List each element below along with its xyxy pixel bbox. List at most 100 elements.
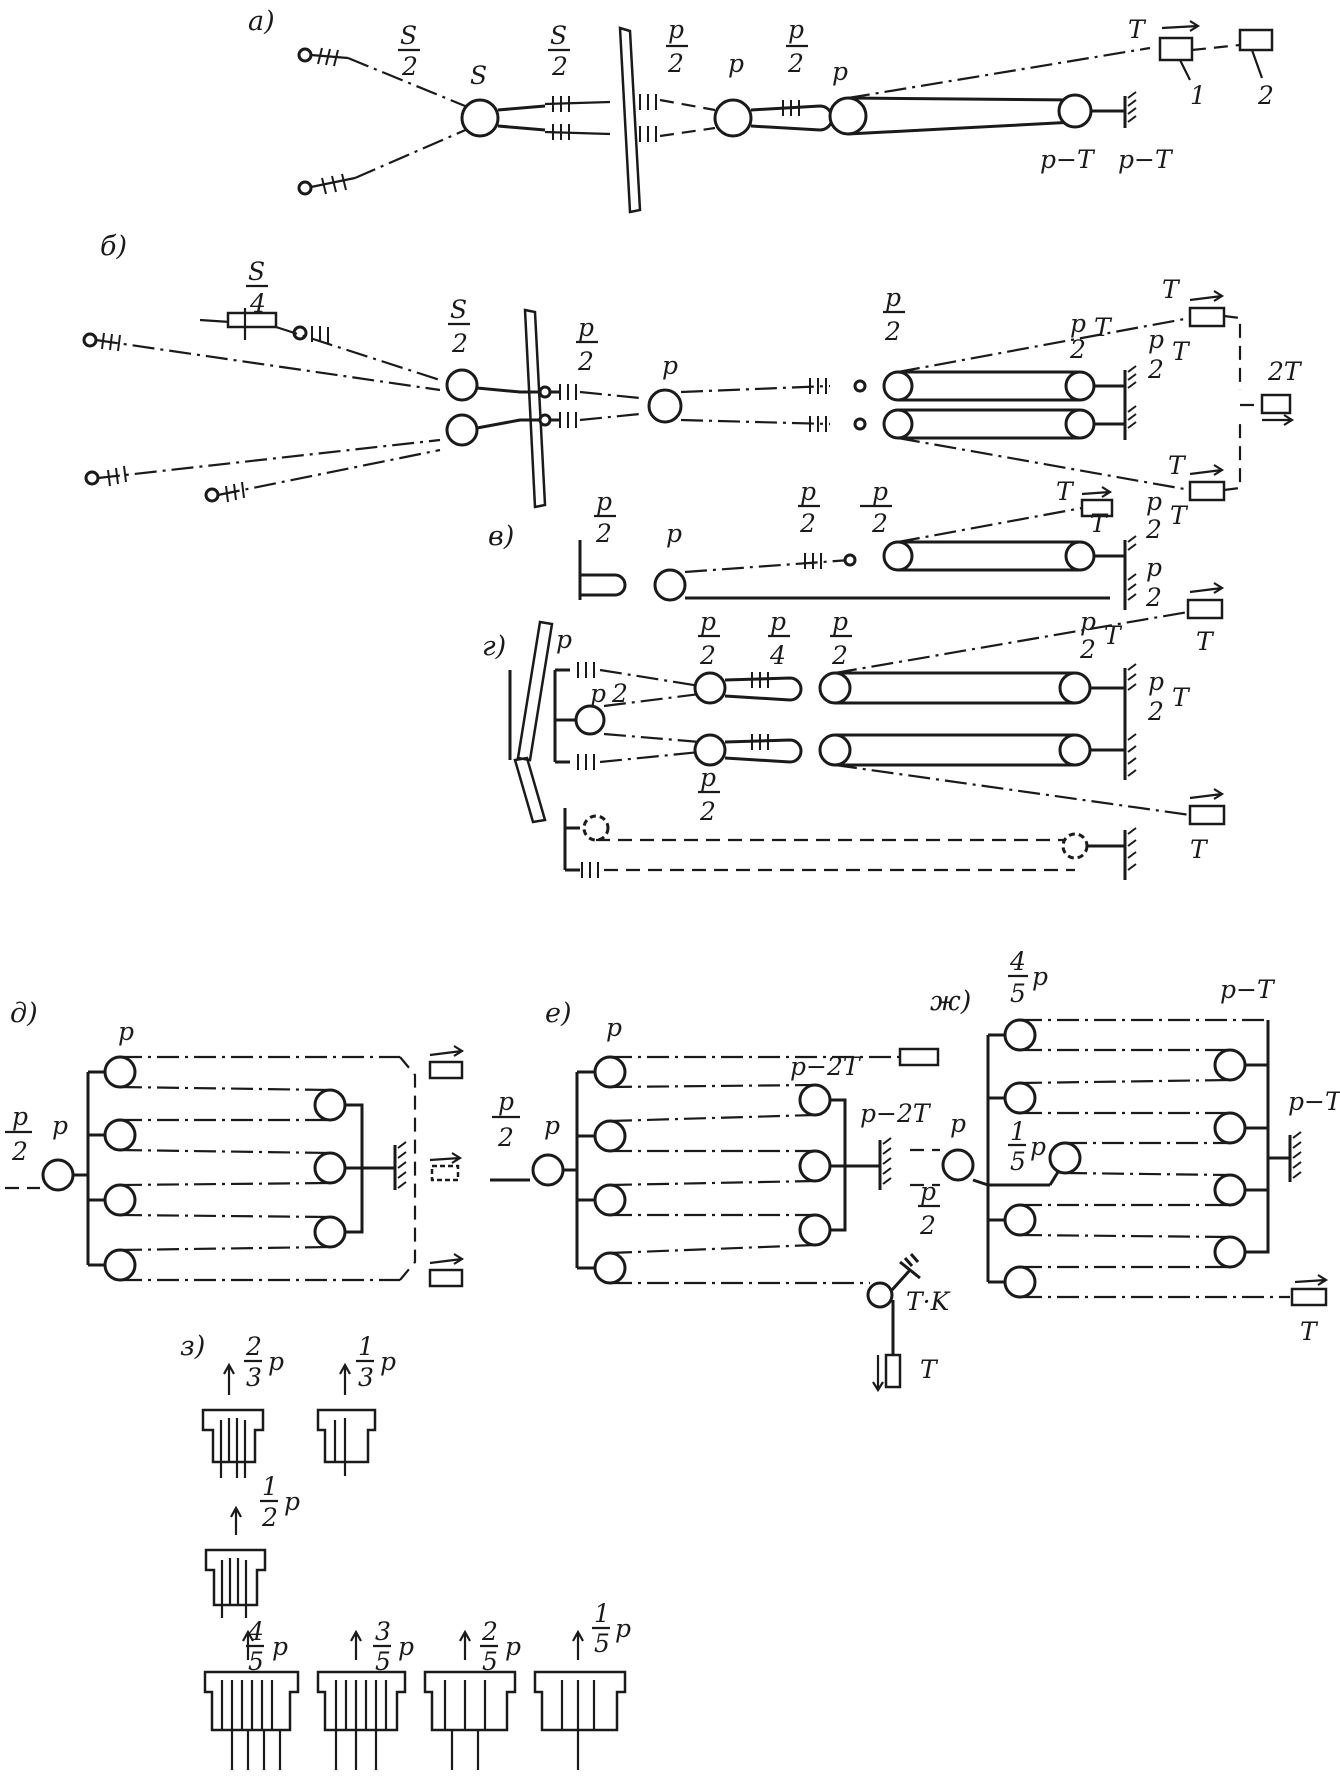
frac-p2-den-v3: 2: [871, 509, 888, 538]
label-p-e-in: p: [544, 1111, 560, 1140]
label-T-g-lower: T: [1190, 835, 1209, 864]
clamp-block-2-5: [423, 1629, 517, 1770]
label-p2T-e2: p−2T: [860, 1099, 932, 1128]
pulley-s-b2: [445, 413, 479, 447]
frac-p2-num-e: p: [498, 1087, 514, 1116]
label-S-a: S: [470, 61, 487, 90]
label-T-b-upper: T: [1162, 275, 1181, 304]
frac-p2-num-g4: p: [1080, 607, 1096, 636]
frac-15-p-zh: p: [1030, 1132, 1046, 1161]
label-pT-zh1: p−T: [1220, 975, 1276, 1004]
tractor-d3: [428, 1268, 464, 1288]
frac-35-p: p: [398, 1632, 414, 1661]
frac-25-p: p: [505, 1632, 521, 1661]
pulley-p-d-in: [41, 1158, 75, 1192]
label-p-d-top: p: [118, 1017, 134, 1046]
frac-12-p: p: [284, 1487, 300, 1516]
frac-p2-den-b2: 2: [884, 317, 901, 346]
frac-15-p: p: [615, 1614, 631, 1643]
label-p-d-in: p: [52, 1111, 68, 1140]
frac-p2-den-e2: 2: [919, 1211, 936, 1240]
scheme-z: з) 2 3 p 1 3 p 1 2 p: [180, 1331, 631, 1770]
section-label-a: а): [248, 6, 275, 37]
clamp-block-1-5: [533, 1629, 627, 1770]
tractor-b-combined: [1260, 393, 1292, 415]
label-p-zh-in: p: [950, 1109, 966, 1138]
label-p-a2: p: [832, 57, 848, 86]
frac-p2-den-b: 2: [577, 347, 594, 376]
label-T-g5: T: [1172, 683, 1191, 712]
arrow-T-a: [1161, 20, 1201, 32]
frac-p2-num-v: p: [596, 487, 612, 516]
frac-s4-den: 4: [249, 289, 266, 318]
label-TK-e: T·K: [906, 1287, 951, 1316]
frac-p2-den-g5: 2: [1147, 697, 1164, 726]
wall-beam-b: [523, 308, 547, 509]
frac-s4-num: S: [248, 257, 265, 286]
label-2-a: 2: [1257, 81, 1274, 110]
frac-p2-den-g0: 2: [611, 679, 628, 708]
frac-p2-num-v3: p: [872, 477, 888, 506]
scheme-g: г) p p: [482, 582, 1226, 880]
frac-p2-num-e2: p: [920, 1177, 936, 1206]
anchor-b3: [84, 465, 127, 487]
frac-p2-den-v4: 2: [1145, 515, 1162, 544]
pulley-g2: [693, 733, 727, 767]
frac-13-num: 1: [358, 1332, 374, 1361]
frac-p2-num-b: p: [578, 313, 594, 342]
anchor-left-upper: [297, 47, 349, 67]
frac-13-p: p: [380, 1347, 396, 1376]
label-p2T-e1: p−2T: [790, 1052, 862, 1081]
clamp-block-3-5: [316, 1629, 407, 1770]
rope-a-upper: [347, 56, 471, 110]
pulley-g4: [818, 733, 852, 767]
frac-p2-den-v5: 2: [1145, 583, 1162, 612]
frac-p4-num-g: p: [770, 607, 786, 636]
frac-45-num: 4: [247, 1617, 264, 1646]
pulley-p-b: [647, 388, 683, 424]
section-label-b: б): [100, 231, 127, 262]
section-label-d: д): [10, 998, 38, 1029]
sling-a: [497, 104, 546, 132]
anchor-left-lower: [297, 173, 356, 196]
scheme-zh: ж) 4 5 p p−T p 1 5 p p−T T: [910, 947, 1340, 1346]
pulley-g1: [693, 671, 727, 705]
section-label-z: з): [180, 1331, 205, 1362]
label-pT-zh2: p−T: [1288, 1087, 1340, 1116]
tractor-e: [898, 1047, 940, 1067]
clamps-a: [552, 94, 657, 142]
tractor-d2: [430, 1164, 460, 1182]
tractor-g-lower: [1188, 804, 1226, 826]
frac-s2-den-b: 2: [451, 329, 468, 358]
clamp-block-1-2: [204, 1505, 267, 1618]
frac-p2-den-g4: 2: [1079, 635, 1096, 664]
tractor-v: [1080, 498, 1114, 518]
label-p-a1: p: [728, 49, 744, 78]
pulley-p-a1: [713, 98, 753, 138]
frac-s2-num: S: [400, 21, 417, 50]
label-pT-a1: p−T: [1040, 145, 1096, 174]
clamp-block-1-3: [316, 1362, 377, 1478]
frac-23-den: 3: [246, 1363, 262, 1392]
pulley-b-upper: [882, 370, 914, 402]
pulley-g3: [818, 671, 852, 705]
label-T-v4: T: [1170, 501, 1189, 530]
pulley-v-upper: [882, 540, 914, 572]
tractor-b-lower: [1188, 480, 1226, 502]
label-pT-a2: p−T: [1118, 145, 1174, 174]
pulley-zh-fifth: [1048, 1141, 1082, 1175]
label-p-g: p: [556, 625, 572, 654]
frac-p2-num-b4: p: [1148, 325, 1164, 354]
wall-beam-a: [618, 26, 642, 214]
clamp-block-2-3: [201, 1362, 265, 1478]
label-1-a: 1: [1190, 81, 1206, 110]
frac-p2-num-v5: p: [1146, 553, 1162, 582]
tractor-d1: [428, 1060, 464, 1080]
frac-p2-num-v4: p: [1146, 487, 1162, 516]
frac-p2-den-v2: 2: [799, 509, 816, 538]
frac-45-den: 5: [248, 1647, 264, 1676]
frac-p2-den-b4: 2: [1147, 355, 1164, 384]
rope-b-to-lower-tractor: [897, 436, 1191, 492]
frac-23-num: 2: [245, 1332, 262, 1361]
anchor-b2: [199, 308, 329, 343]
